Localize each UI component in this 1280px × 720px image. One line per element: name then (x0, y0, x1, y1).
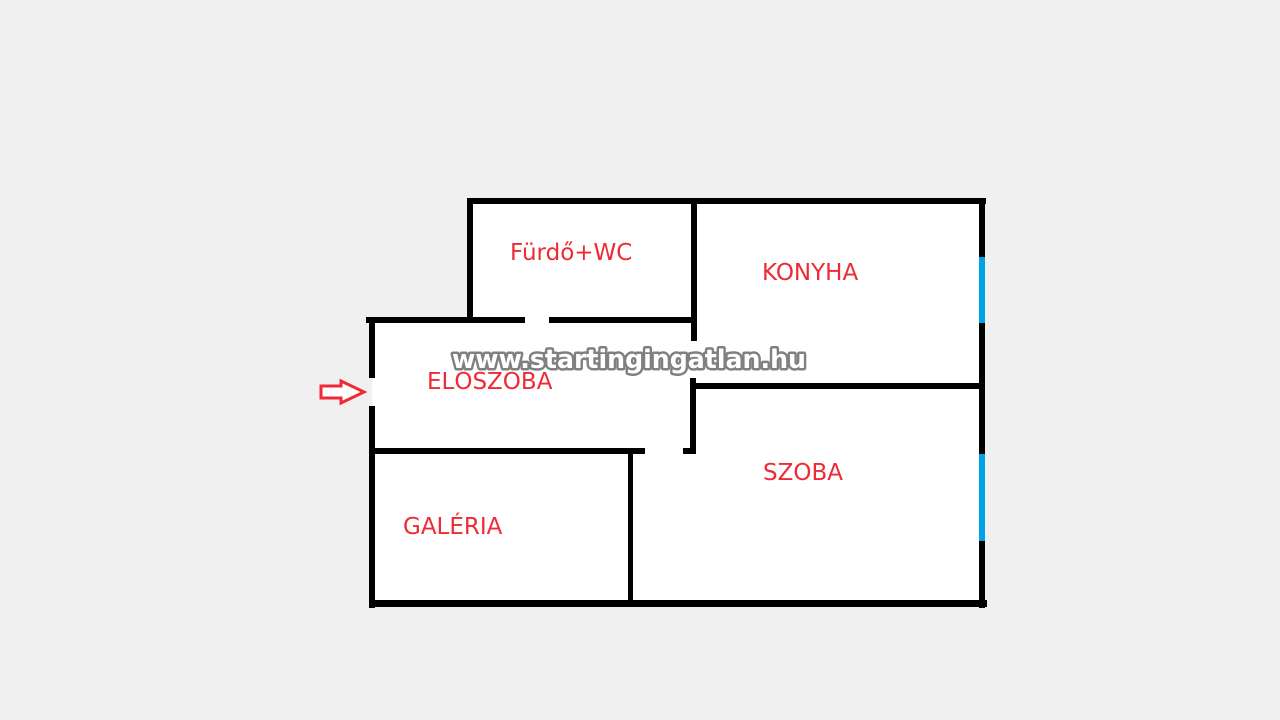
room-label-gallery: GALÉRIA (403, 512, 503, 540)
wall (628, 448, 633, 604)
room-label-room: SZOBA (763, 460, 843, 486)
floor-fill (372, 201, 982, 603)
wall (690, 383, 985, 389)
windows (979, 257, 985, 541)
arrow-right-icon (319, 378, 368, 406)
room-label-hallway: ELŐSZOBA (427, 367, 553, 395)
wall (366, 317, 525, 323)
wall (683, 448, 696, 454)
wall (467, 198, 698, 204)
wall (979, 198, 985, 608)
wall (694, 198, 986, 204)
wall (690, 378, 696, 454)
wall (369, 448, 645, 454)
walls (366, 198, 987, 608)
wall (369, 406, 375, 608)
wall (467, 198, 473, 322)
wall (691, 198, 697, 341)
wall (549, 317, 695, 323)
room-label-bathroom: Fürdő+WC (510, 240, 632, 266)
wall (369, 317, 375, 378)
wall (369, 600, 987, 607)
kitchen-window (979, 257, 985, 323)
watermark: www.startingingatlan.hu (452, 345, 806, 375)
room-label-kitchen: KONYHA (762, 260, 858, 286)
room-window (979, 454, 985, 541)
